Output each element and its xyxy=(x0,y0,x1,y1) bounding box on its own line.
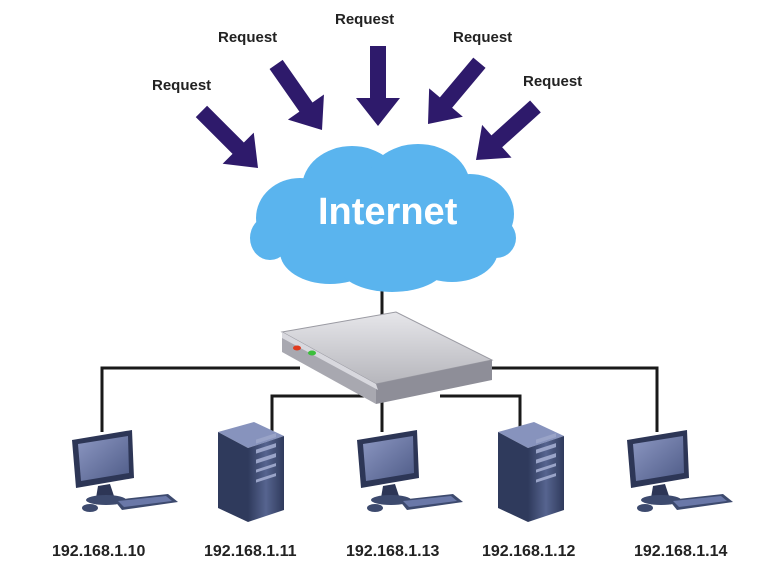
led-red xyxy=(293,345,301,351)
arrow-down-icon xyxy=(411,48,497,139)
request-label: Request xyxy=(453,29,513,46)
monitor-keyboard-icon xyxy=(627,430,733,512)
host-ip-label: 192.168.1.12 xyxy=(482,543,576,560)
host-ip-label: 192.168.1.10 xyxy=(52,543,146,560)
host-workstation-2 xyxy=(357,430,463,512)
arrow-down-icon xyxy=(356,46,400,126)
monitor-keyboard-icon xyxy=(357,430,463,512)
host-ip-label: 192.168.1.11 xyxy=(204,543,297,560)
led-green xyxy=(308,350,316,356)
request-label: Request xyxy=(152,77,212,94)
arrow-down-icon xyxy=(258,51,341,143)
host-ip-label: 192.168.1.14 xyxy=(634,543,728,560)
host-ip-label: 192.168.1.13 xyxy=(346,543,440,560)
internet-cloud xyxy=(250,144,516,292)
host-server-1 xyxy=(218,422,284,522)
monitor-keyboard-icon xyxy=(72,430,178,512)
tower-server-icon xyxy=(498,422,564,522)
host-server-2 xyxy=(498,422,564,522)
request-label: Request xyxy=(218,29,278,46)
tower-server-icon xyxy=(218,422,284,522)
host-workstation-3 xyxy=(627,430,733,512)
request-label: Request xyxy=(335,11,395,28)
request-label: Request xyxy=(523,73,583,90)
host-workstation-1 xyxy=(72,430,178,512)
arrow-down-icon xyxy=(185,95,274,184)
router-icon xyxy=(280,311,494,404)
arrow-down-icon xyxy=(461,90,551,177)
internet-label: Internet xyxy=(318,191,458,233)
